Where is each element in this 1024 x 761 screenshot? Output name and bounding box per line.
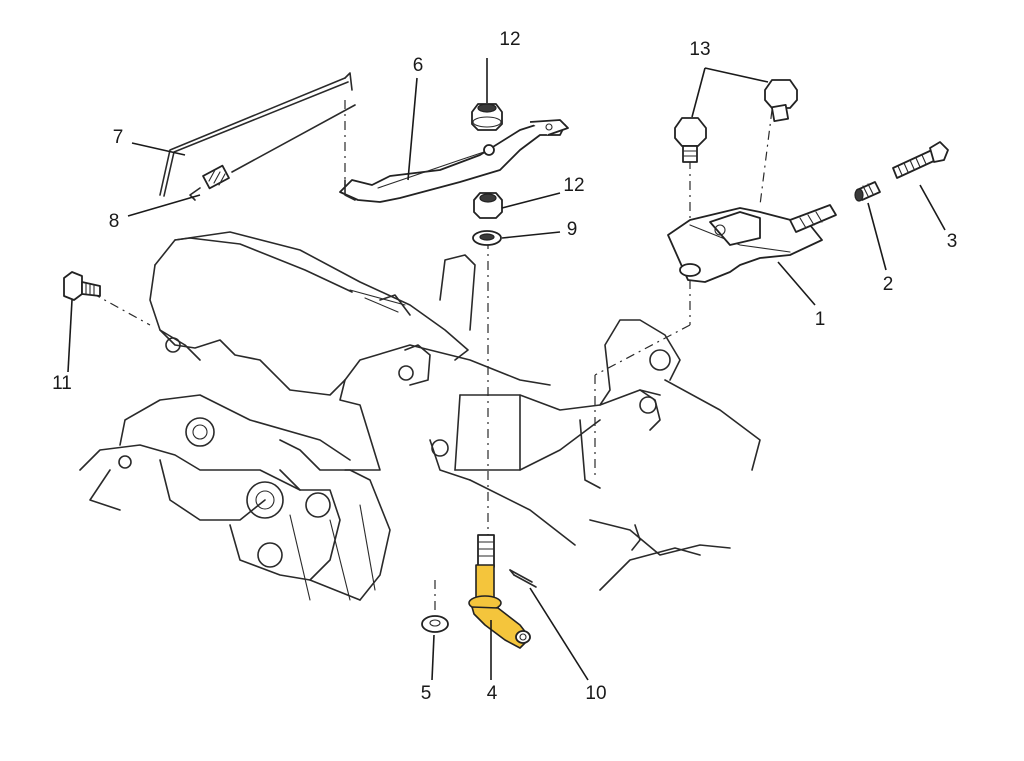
part-12-nut-lower <box>473 192 503 219</box>
part-1-bracket <box>667 204 837 283</box>
part-11-bolt <box>63 271 101 301</box>
part-13-bolts <box>674 79 798 163</box>
callout-13: 13 <box>689 39 710 60</box>
callout-9: 9 <box>567 219 578 240</box>
callout-1: 1 <box>815 309 826 330</box>
part-10-pin <box>509 569 537 588</box>
part-8-spring <box>189 104 356 201</box>
engine-housing <box>79 231 761 601</box>
part-7-rod <box>159 72 353 197</box>
part-5-clip <box>421 615 449 633</box>
callout-5: 5 <box>421 683 432 704</box>
callout-6: 6 <box>413 55 424 76</box>
callout-12-lower: 12 <box>563 175 584 196</box>
part-2-sleeve <box>854 181 881 202</box>
callout-2: 2 <box>883 274 894 295</box>
leader-lines <box>67 58 946 681</box>
callout-10: 10 <box>585 683 606 704</box>
part-4-shaft <box>468 534 531 649</box>
callout-11: 11 <box>52 373 72 394</box>
callout-labels: 1 2 3 4 5 6 7 8 9 10 11 12 12 13 <box>52 29 957 704</box>
callout-3: 3 <box>947 231 958 252</box>
part-6-lever <box>339 119 569 203</box>
callout-4: 4 <box>487 683 498 704</box>
part-12-nut-upper <box>471 103 503 131</box>
part-9-washer <box>472 230 502 246</box>
callout-12-upper: 12 <box>499 29 520 50</box>
callout-8: 8 <box>109 211 120 232</box>
part-3-bolt <box>892 141 949 179</box>
callout-7: 7 <box>113 127 124 148</box>
